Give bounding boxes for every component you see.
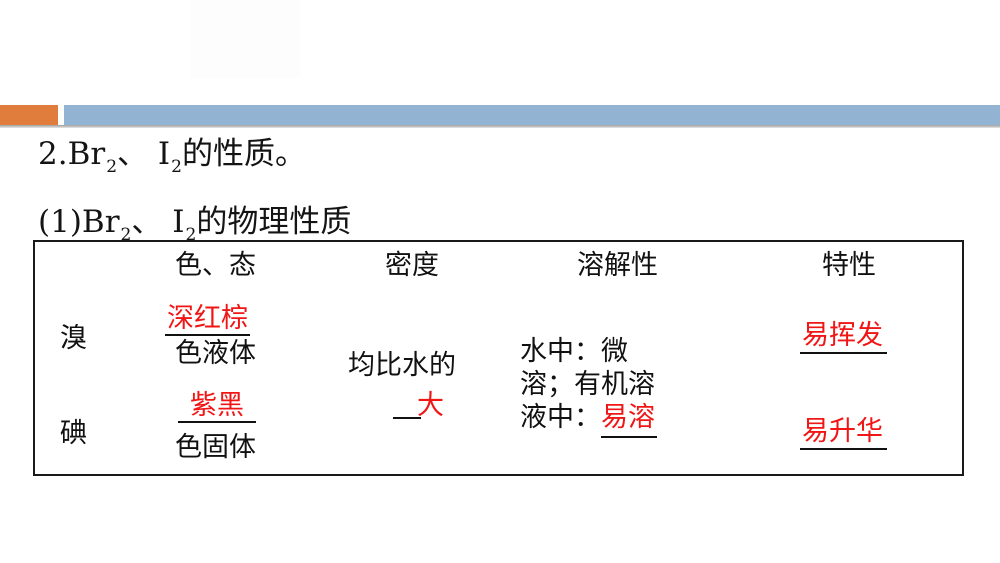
bromine-feature-answer: 易挥发: [800, 322, 887, 354]
solubility-line-2: 溶；有机溶: [520, 369, 655, 400]
density-blank-line: [393, 393, 421, 419]
background-artifact: [190, 0, 300, 78]
row-label-bromine: 溴: [60, 323, 87, 354]
bromine-color-answer: 深红棕: [165, 303, 250, 336]
iodine-feature-answer: 易升华: [800, 418, 887, 450]
title-accent-blue-bar: [64, 105, 1000, 125]
density-answer: 大: [417, 390, 444, 421]
iodine-color-answer: 紫黑: [178, 392, 256, 423]
title-accent-orange-bar: [0, 105, 58, 125]
header-feature: 特性: [822, 250, 876, 281]
subsection-heading: (1)Br2、 I2的物理性质: [38, 204, 352, 245]
row-label-iodine: 碘: [60, 418, 87, 449]
properties-table: [33, 240, 964, 476]
section-heading: 2.Br2、 I2的性质。: [38, 136, 306, 177]
solubility-line-3: 液中：易溶: [520, 402, 657, 438]
title-bar-shadow: [0, 125, 1000, 128]
header-solubility: 溶解性: [577, 250, 658, 281]
header-color-state: 色、态: [175, 250, 256, 281]
density-blank: 大: [393, 392, 444, 419]
header-density: 密度: [385, 250, 439, 281]
bromine-state: 色液体: [175, 338, 256, 369]
iodine-state: 色固体: [175, 432, 256, 463]
solubility-answer: 易溶: [601, 402, 657, 438]
solubility-line-1: 水中：微: [520, 336, 628, 367]
density-text: 均比水的: [348, 350, 456, 381]
